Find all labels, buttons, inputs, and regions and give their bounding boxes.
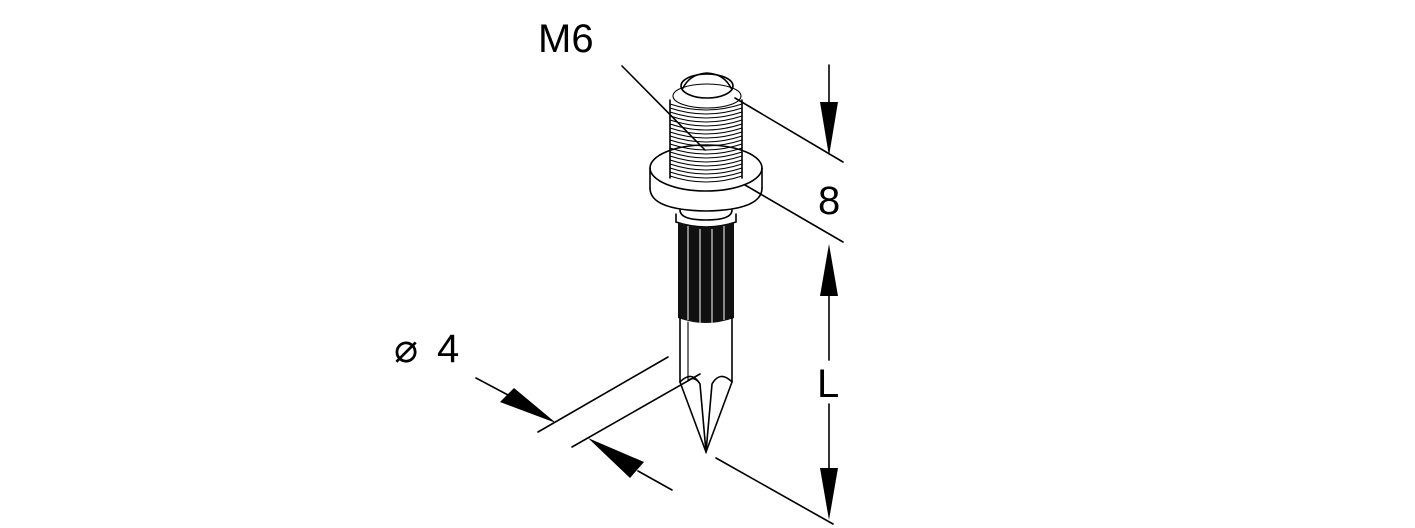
extension-line-tip [715,457,834,525]
diameter-dimension: ⌀ 4 [394,327,701,491]
bolt-top-cap [672,72,742,109]
bolt-shank [679,317,733,383]
diameter-extension-left [537,356,669,433]
diameter-symbol: ⌀ [394,327,418,371]
height-dimension: 8 L [715,64,844,525]
arrow-diameter-right [588,438,644,478]
diameter-extension-right [571,373,701,448]
arrow-diameter-left [500,388,556,423]
arrow-down-top [820,102,838,156]
bolt-tip [679,375,733,455]
head-height-label: 8 [818,179,840,223]
arrow-up-l [820,244,838,296]
thread-callout: M6 [538,17,706,151]
diameter-value: 4 [437,327,459,371]
bolt-collar [649,144,763,212]
extension-line-top [734,97,844,163]
bolt-knurl [678,222,734,323]
thread-label: M6 [538,17,594,61]
length-label: L [817,362,839,406]
bolt-thread [669,99,743,183]
bolt [649,72,763,455]
extension-line-collar [744,184,844,243]
arrow-down-l [820,468,838,520]
